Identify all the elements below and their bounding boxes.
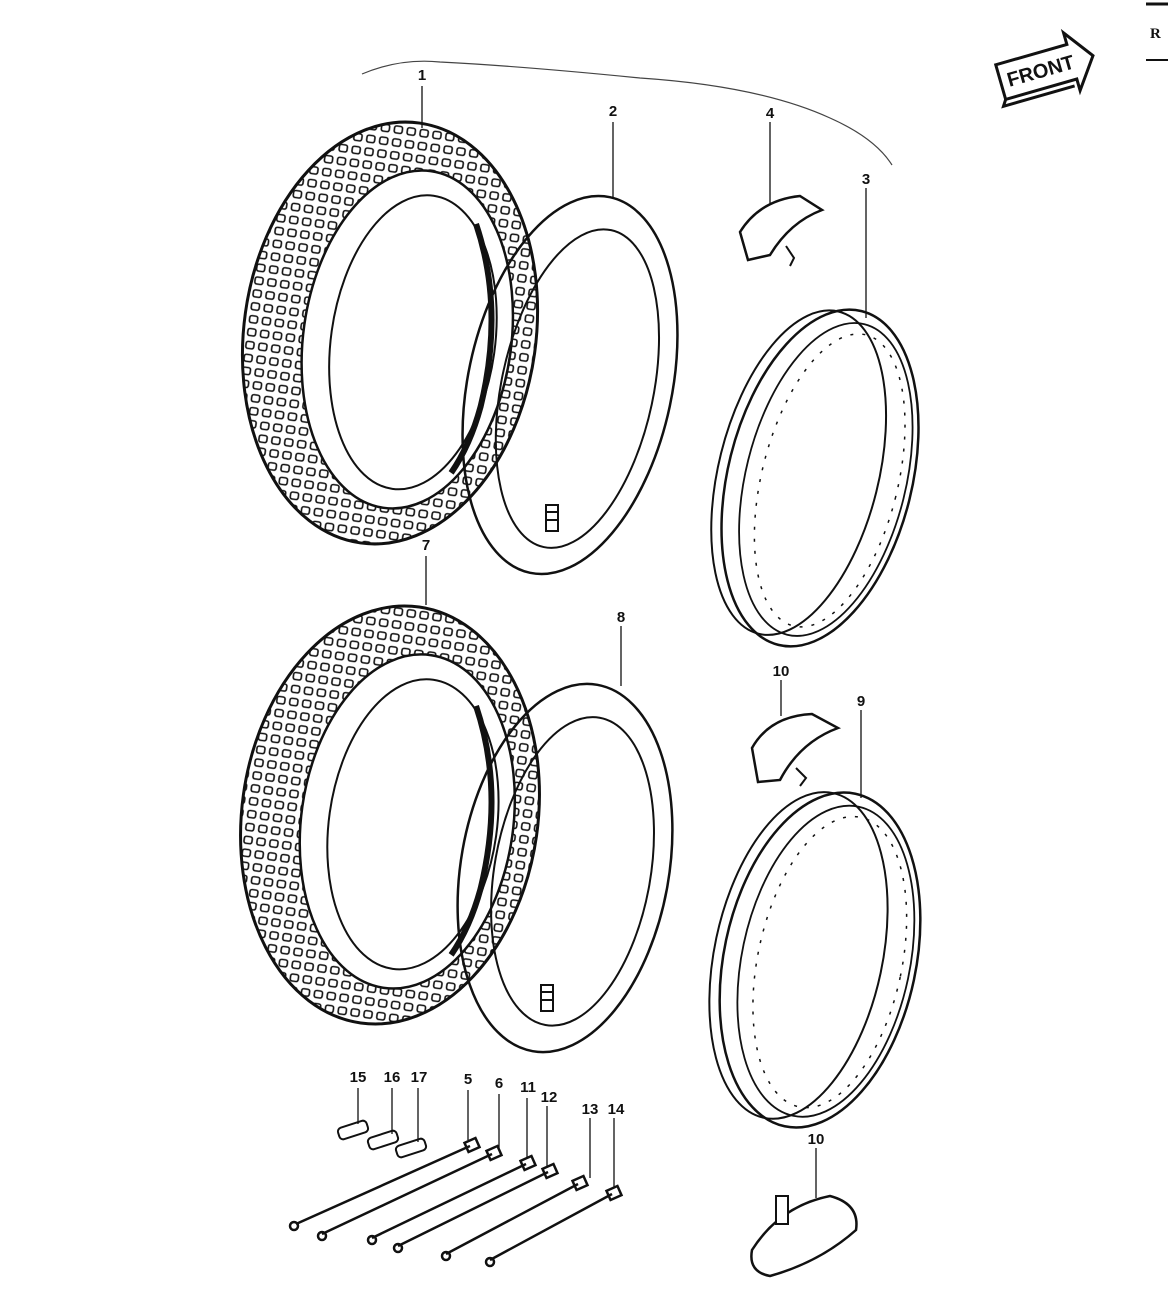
rear-rim-band: [750, 712, 842, 787]
callout-12: 12: [541, 1089, 558, 1106]
page-corner-header: R: [1146, 2, 1168, 61]
front-tire: [240, 120, 540, 546]
callout-1: 1: [418, 67, 426, 84]
rear-inner-tube: [456, 682, 674, 1054]
callout-14: 14: [608, 1101, 625, 1118]
front-rim-band: [738, 194, 825, 267]
rear-tire: [239, 604, 541, 1026]
front-direction-arrow: FRONT: [993, 28, 1095, 109]
callout-17: 17: [411, 1069, 428, 1086]
callout-16: 16: [384, 1069, 401, 1086]
front-inner-tube: [461, 194, 679, 576]
assembly-group-outline: [361, 60, 893, 166]
spokes: [288, 1136, 624, 1268]
rear-rim: [708, 791, 922, 1129]
callout-15: 15: [350, 1069, 367, 1086]
corner-label: R: [1150, 26, 1161, 42]
callout-10-upper: 10: [773, 663, 790, 680]
rim-band-with-valve: [750, 1194, 858, 1278]
rear-tube-valve-icon: [540, 984, 554, 1012]
callout-9: 9: [857, 693, 865, 710]
callout-11: 11: [520, 1079, 536, 1096]
callout-8: 8: [617, 609, 625, 626]
callout-10-lower: 10: [808, 1131, 825, 1148]
front-rim: [710, 308, 920, 648]
callout-4: 4: [766, 105, 775, 122]
callout-7: 7: [422, 537, 430, 554]
leader-lines: [357, 86, 867, 1198]
callout-5: 5: [464, 1071, 472, 1088]
callout-2: 2: [609, 103, 617, 120]
callout-13: 13: [582, 1101, 599, 1118]
callout-3: 3: [862, 171, 870, 188]
spoke-nipples: [336, 1119, 428, 1159]
callout-numbers: 1 2 3 4 7 8 10 9 10 15 16 17 5 6 11 12 1…: [350, 67, 871, 1148]
front-tube-valve-icon: [545, 504, 559, 532]
callout-6: 6: [495, 1075, 503, 1092]
